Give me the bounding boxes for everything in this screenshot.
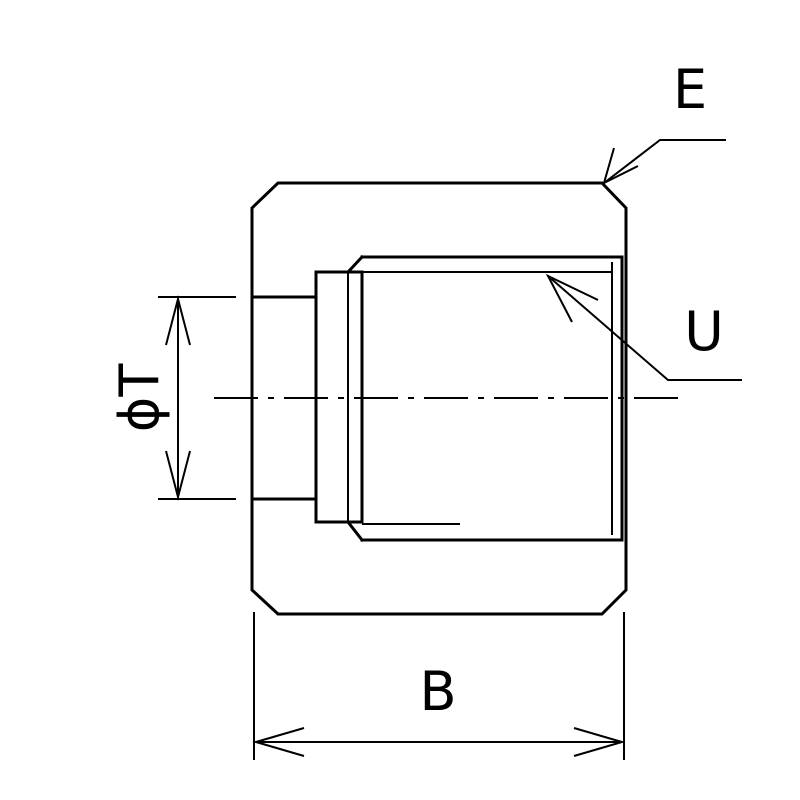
body-outline bbox=[250, 181, 628, 616]
leader-e bbox=[603, 139, 726, 184]
label-e: E bbox=[673, 58, 707, 121]
leader-u bbox=[547, 275, 742, 381]
label-u: U bbox=[684, 300, 724, 363]
thread-chamfer-top bbox=[345, 254, 365, 275]
dim-b-label: B bbox=[419, 660, 456, 723]
dim-t-arrow-bottom bbox=[165, 450, 191, 501]
leader-e-arrow bbox=[602, 147, 639, 185]
leader-u-arrow bbox=[545, 273, 599, 323]
dim-t-arrow-top bbox=[165, 295, 191, 346]
dim-b-arrow-left bbox=[252, 727, 305, 757]
dim-t-label: ϕT bbox=[108, 363, 171, 433]
dim-b-arrow-right bbox=[573, 727, 626, 757]
thread-chamfer-bottom bbox=[345, 519, 365, 543]
